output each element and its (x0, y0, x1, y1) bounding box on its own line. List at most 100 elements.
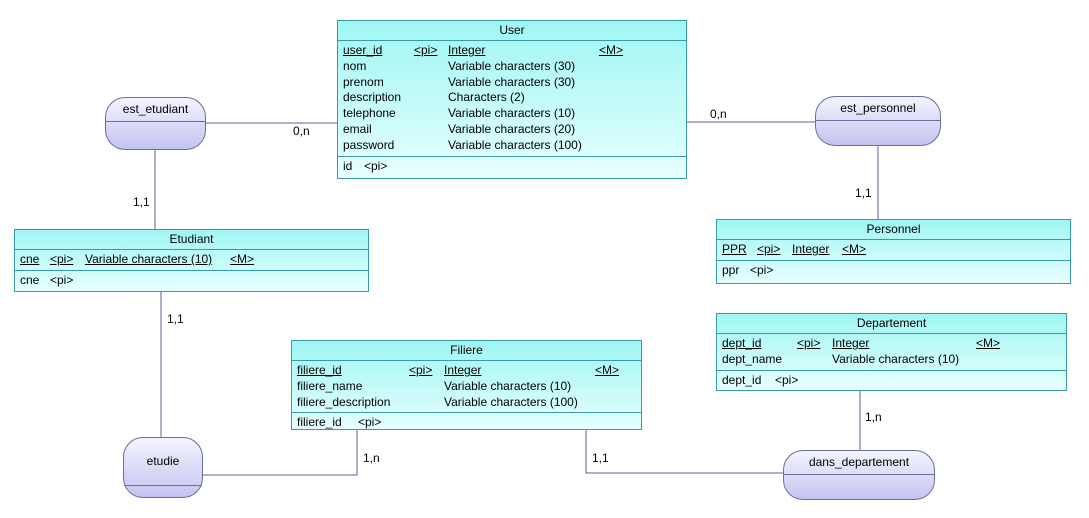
attribute-type: Variable characters (30) (448, 74, 576, 89)
entity-filiere[interactable]: Filiere filiere_id <pi> Integer <M> fili… (291, 340, 642, 430)
identifier-name: filiere_id (297, 415, 342, 430)
attribute-type: Variable characters (100) (448, 137, 582, 152)
attribute-type: Variable characters (100) (444, 394, 578, 409)
attribute-name: cne (20, 252, 40, 266)
attribute-pi: <pi> (414, 43, 438, 57)
attribute-row: cne <pi> Variable characters (10) <M> (20, 252, 368, 268)
attribute-pi: <pi> (757, 242, 781, 256)
attribute-name: telephone (343, 106, 396, 121)
attribute-name: user_id (343, 43, 383, 57)
attribute-mandatory: <M> (230, 252, 255, 266)
entity-attributes: filiere_id <pi> Integer <M> filiere_name… (292, 361, 641, 414)
attribute-name: password (343, 137, 395, 152)
attribute-type: Variable characters (30) (448, 58, 576, 73)
attribute-type: Variable characters (10) (832, 351, 960, 366)
attribute-row: email Variable characters (20) (343, 122, 686, 138)
attribute-mandatory: <M> (595, 363, 620, 377)
attribute-type: Variable characters (10) (448, 106, 576, 121)
attribute-type: Integer (448, 43, 486, 57)
association-label: est_etudiant (106, 98, 205, 122)
association-etudie[interactable]: etudie (123, 437, 203, 498)
identifier-name: cne (20, 272, 40, 287)
attribute-row: PPR <pi> Integer <M> (722, 242, 1070, 258)
attribute-name: description (343, 90, 402, 105)
cardinality-user-est-personnel: 0,n (710, 107, 727, 121)
link-filiere-dans-departement (585, 429, 783, 474)
identifier-pi: <pi> (358, 415, 382, 430)
identifier-name: id (343, 158, 353, 173)
attribute-row: filiere_name Variable characters (10) (297, 379, 641, 395)
attribute-row: filiere_id <pi> Integer <M> (297, 363, 641, 379)
attribute-pi: <pi> (50, 252, 74, 266)
entity-attributes: dept_id <pi> Integer <M> dept_name Varia… (717, 334, 1066, 371)
attribute-name: filiere_name (297, 378, 363, 393)
identifier-pi: <pi> (775, 372, 799, 387)
attribute-type: Integer (792, 242, 830, 256)
attribute-name: dept_id (722, 336, 762, 350)
attribute-mandatory: <M> (599, 43, 624, 57)
attribute-mandatory: <M> (842, 242, 867, 256)
entity-departement[interactable]: Departement dept_id <pi> Integer <M> dep… (716, 313, 1067, 391)
identifier-name: dept_id (722, 372, 762, 387)
association-est-personnel[interactable]: est_personnel (815, 96, 941, 146)
identifier-name: ppr (722, 262, 740, 277)
entity-identifier: dept_id <pi> (717, 371, 1066, 392)
attribute-row: dept_name Variable characters (10) (722, 352, 1066, 368)
entity-title: Etudiant (15, 230, 368, 250)
entity-attributes: PPR <pi> Integer <M> (717, 240, 1070, 261)
cardinality-user-est-etudiant: 0,n (293, 124, 310, 138)
attribute-row: telephone Variable characters (10) (343, 106, 686, 122)
entity-title: Personnel (717, 220, 1070, 240)
entity-title: Departement (717, 314, 1066, 334)
attribute-mandatory: <M> (976, 336, 1001, 350)
entity-attributes: user_id <pi> Integer <M> nom Variable ch… (338, 41, 686, 157)
association-label: etudie (124, 438, 202, 486)
association-label: dans_departement (784, 451, 934, 475)
attribute-name: dept_name (722, 351, 783, 366)
attribute-row: dept_id <pi> Integer <M> (722, 336, 1066, 352)
attribute-type: Integer (444, 363, 482, 377)
entity-etudiant[interactable]: Etudiant cne <pi> Variable characters (1… (14, 229, 369, 292)
entity-identifier: filiere_id <pi> (292, 413, 641, 434)
attribute-type: Variable characters (10) (85, 252, 213, 266)
entity-identifier: id <pi> (338, 157, 686, 178)
entity-title: Filiere (292, 341, 641, 361)
entity-attributes: cne <pi> Variable characters (10) <M> (15, 250, 368, 271)
attribute-type: Variable characters (10) (444, 378, 572, 393)
cardinality-filiere-dans-departement: 1,1 (592, 451, 609, 465)
entity-identifier: cne <pi> (15, 271, 368, 292)
attribute-row: user_id <pi> Integer <M> (343, 43, 686, 59)
entity-user[interactable]: User user_id <pi> Integer <M> nom Variab… (337, 20, 687, 179)
attribute-name: PPR (722, 242, 747, 256)
attribute-row: prenom Variable characters (30) (343, 75, 686, 91)
attribute-pi: <pi> (409, 363, 433, 377)
entity-identifier: ppr <pi> (717, 261, 1070, 282)
link-etudie-filiere (203, 429, 358, 476)
attribute-type: Variable characters (20) (448, 121, 576, 136)
identifier-pi: <pi> (750, 262, 774, 277)
identifier-pi: <pi> (364, 158, 388, 173)
attribute-type: Integer (832, 336, 870, 350)
cardinality-etudiant-est-etudiant: 1,1 (133, 195, 150, 209)
attribute-name: filiere_description (297, 394, 391, 409)
attribute-row: filiere_description Variable characters … (297, 395, 641, 411)
attribute-name: nom (343, 58, 367, 73)
identifier-pi: <pi> (50, 272, 74, 287)
cardinality-filiere-etudie: 1,n (363, 451, 380, 465)
cardinality-personnel-est-personnel: 1,1 (855, 186, 872, 200)
cardinality-departement-dans-departement: 1,n (865, 410, 882, 424)
association-est-etudiant[interactable]: est_etudiant (105, 97, 206, 150)
attribute-name: email (343, 121, 372, 136)
association-dans-departement[interactable]: dans_departement (783, 450, 935, 500)
cardinality-etudiant-etudie: 1,1 (167, 312, 184, 326)
attribute-name: filiere_id (297, 363, 342, 377)
attribute-row: description Characters (2) (343, 90, 686, 106)
attribute-row: nom Variable characters (30) (343, 59, 686, 75)
entity-personnel[interactable]: Personnel PPR <pi> Integer <M> ppr <pi> (716, 219, 1071, 284)
entity-title: User (338, 21, 686, 41)
attribute-row: password Variable characters (100) (343, 138, 686, 154)
association-label: est_personnel (816, 97, 940, 121)
attribute-type: Characters (2) (448, 90, 525, 105)
attribute-pi: <pi> (797, 336, 821, 350)
